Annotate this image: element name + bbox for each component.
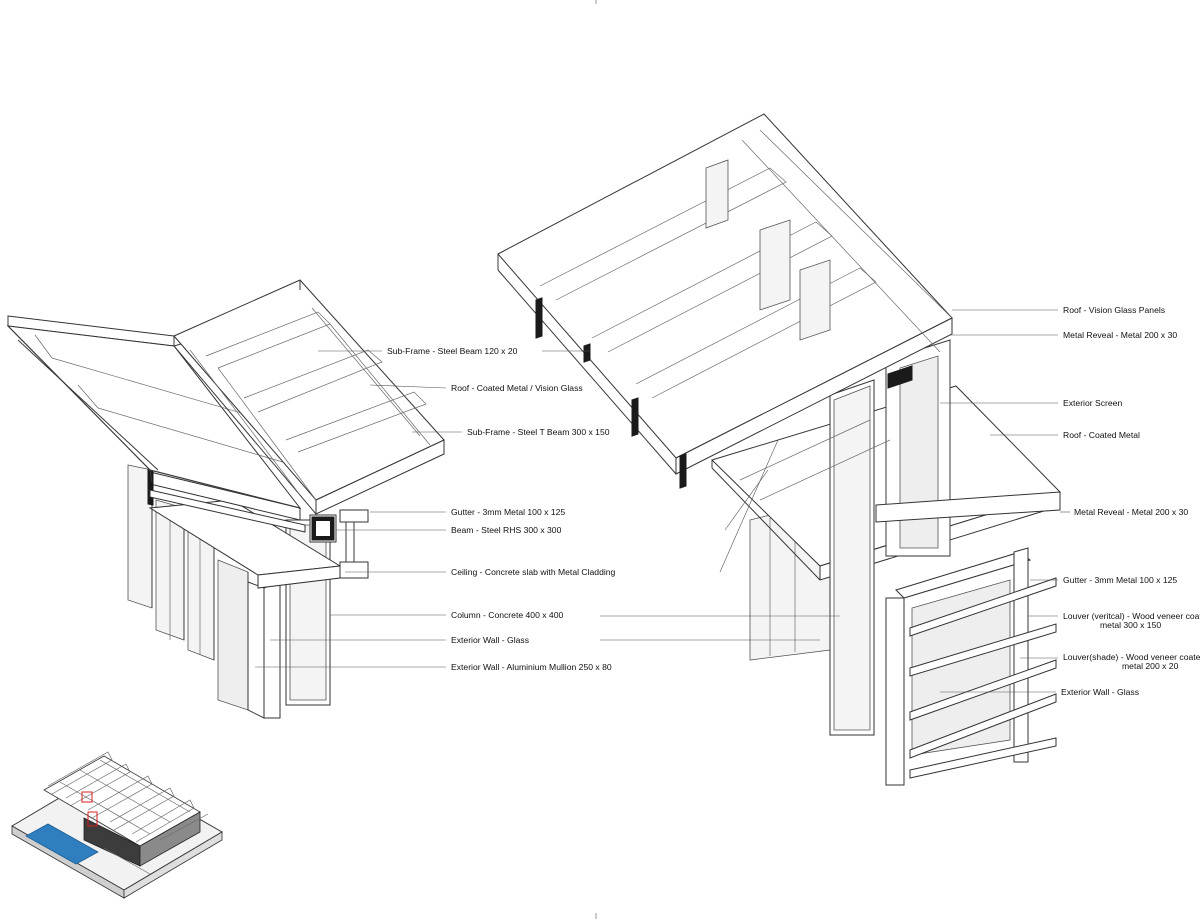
label-ceiling-concrete-slab: Ceiling - Concrete slab with Metal Cladd… [451, 567, 616, 577]
key-plan-marker-upper [81, 791, 93, 803]
key-plan-axonometric [11, 751, 223, 899]
label-column-concrete: Column - Concrete 400 x 400 [451, 610, 563, 620]
label-exterior-wall-mullion: Exterior Wall - Aluminium Mullion 250 x … [451, 662, 612, 672]
key-plan-water [25, 823, 99, 865]
label-louver-vertical-size: metal 300 x 150 [1100, 620, 1161, 630]
right-axonometric-detail [497, 113, 1061, 786]
right-leaders [542, 309, 1070, 693]
label-metal-reveal-lower: Metal Reveal - Metal 200 x 30 [1074, 507, 1188, 517]
label-exterior-wall-glass-left: Exterior Wall - Glass [451, 635, 529, 645]
label-roof-coated-metal: Roof - Coated Metal [1063, 430, 1140, 440]
left-labels: Sub-Frame - Steel Beam 120 x 20 Roof - C… [387, 346, 616, 672]
label-exterior-wall-glass-right: Exterior Wall - Glass [1061, 687, 1139, 697]
left-leaders [255, 350, 462, 668]
label-subframe-steel-beam: Sub-Frame - Steel Beam 120 x 20 [387, 346, 518, 356]
right-labels: Roof - Vision Glass Panels Metal Reveal … [1061, 305, 1200, 697]
label-beam-steel-rhs: Beam - Steel RHS 300 x 300 [451, 525, 562, 535]
label-roof-vision-glass-panels: Roof - Vision Glass Panels [1063, 305, 1165, 315]
label-gutter-right: Gutter - 3mm Metal 100 x 125 [1063, 575, 1177, 585]
label-subframe-steel-t-beam: Sub-Frame - Steel T Beam 300 x 150 [467, 427, 610, 437]
left-axonometric-detail [6, 279, 445, 719]
label-louver-shade: Louver(shade) - Wood veneer coated [1063, 652, 1200, 662]
label-exterior-screen: Exterior Screen [1063, 398, 1122, 408]
key-plan-marker-lower [87, 811, 98, 827]
label-louver-vertical: Louver (veritcal) - Wood veneer coated [1063, 611, 1200, 621]
label-metal-reveal-upper: Metal Reveal - Metal 200 x 30 [1063, 330, 1177, 340]
label-gutter-left: Gutter - 3mm Metal 100 x 125 [451, 507, 565, 517]
label-roof-coated-metal-vision-glass: Roof - Coated Metal / Vision Glass [451, 383, 583, 393]
label-louver-shade-size: metal 200 x 20 [1122, 661, 1179, 671]
